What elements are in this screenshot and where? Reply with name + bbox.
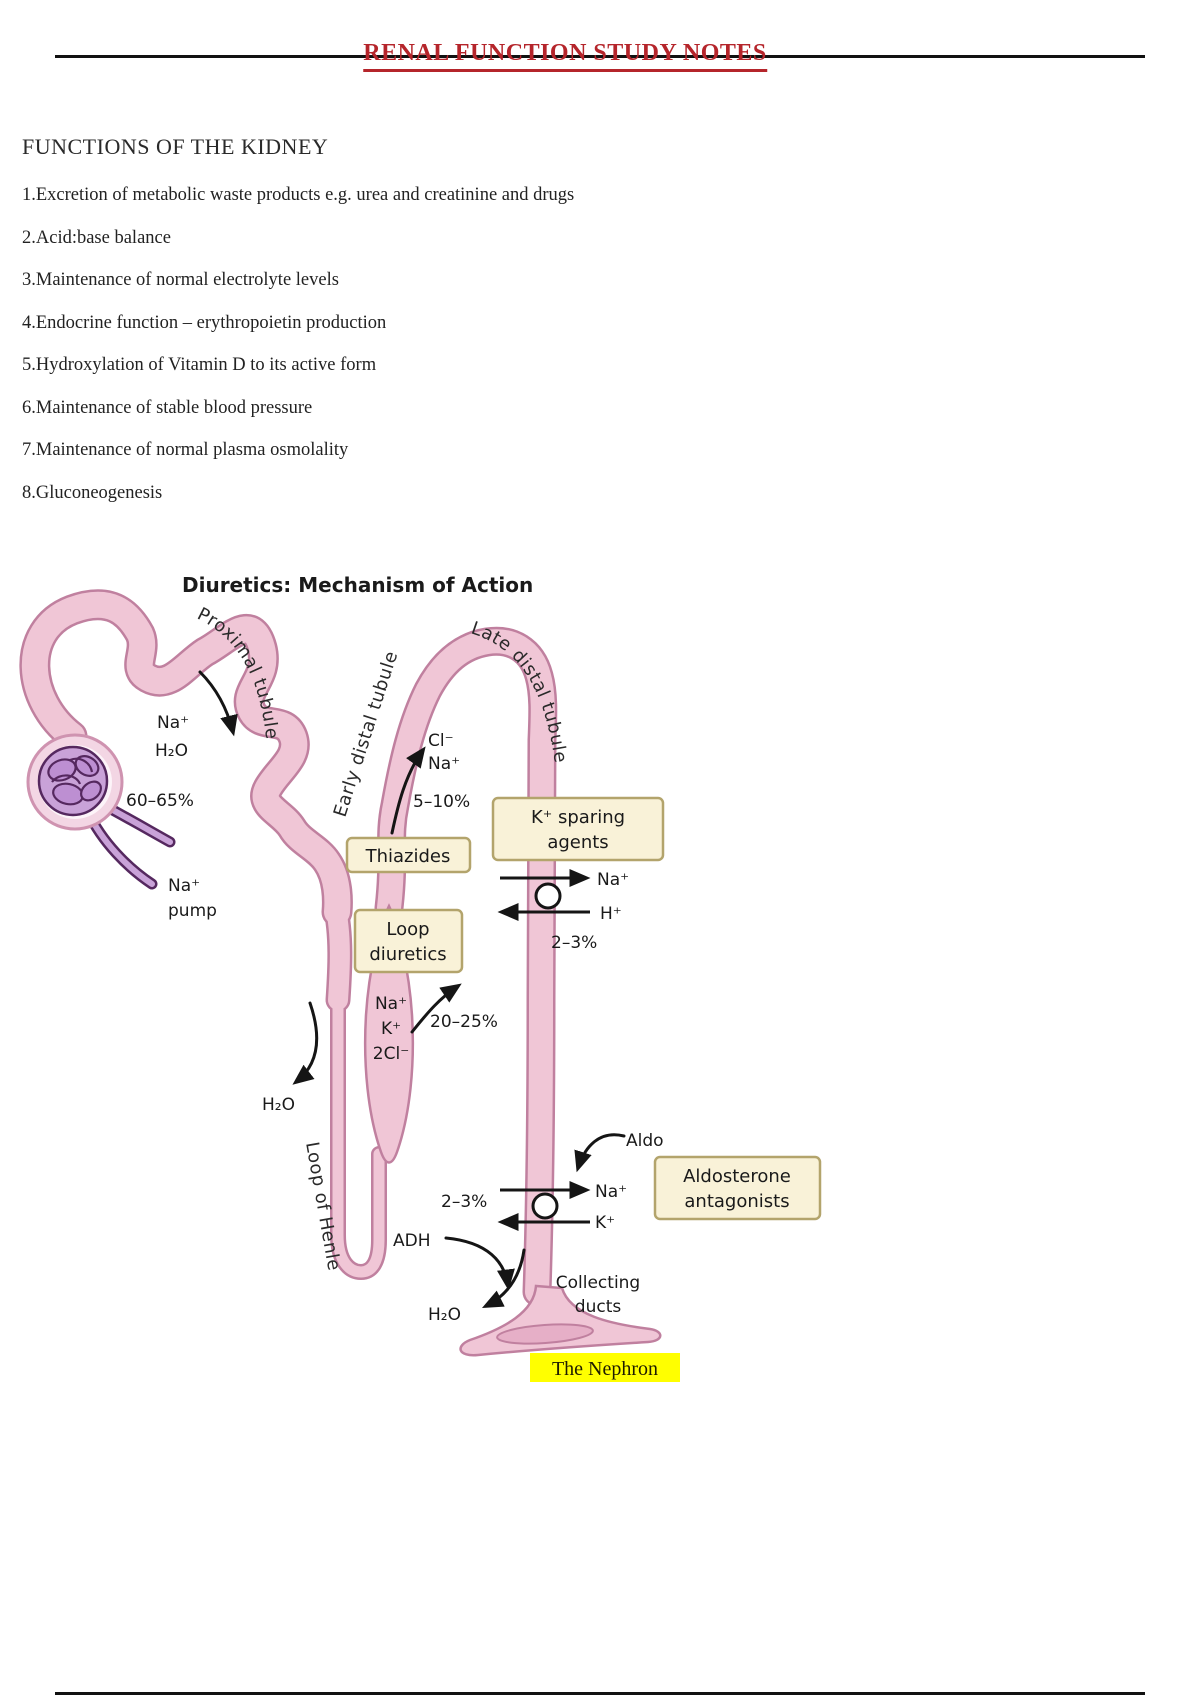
thiazide-cl-label: Cl⁻ xyxy=(428,731,454,751)
diagram-caption: The Nephron xyxy=(530,1353,680,1382)
nah-h-label: H⁺ xyxy=(600,904,622,924)
proximal-reabsorption-arrow xyxy=(198,670,238,737)
na-h-exchanger xyxy=(497,869,591,921)
exchanger-pump-icon xyxy=(534,882,562,910)
caption-text: The Nephron xyxy=(552,1358,658,1380)
thiazides-box xyxy=(345,836,472,874)
footer-rule xyxy=(55,1692,1145,1695)
aldosterone-box xyxy=(653,1155,822,1221)
thiazides-box-label: Thiazides xyxy=(365,846,451,867)
aldo-arrow xyxy=(574,1133,626,1173)
pct-collecting: 2–3% xyxy=(441,1192,487,1212)
loop-diuretics-box xyxy=(353,908,464,974)
collecting-duct-foot xyxy=(459,1284,662,1357)
k-sparing-box-line2: agents xyxy=(547,832,608,853)
list-item-2: 2.Acid:base balance xyxy=(22,227,171,248)
header-rule xyxy=(55,55,1145,58)
thiazide-block-arrow xyxy=(390,746,426,835)
list-item-8: 8.Gluconeogenesis xyxy=(22,482,163,503)
pct-proximal: 60–65% xyxy=(126,791,194,811)
collecting-h2o-arrow xyxy=(481,1248,526,1309)
nkcc-k-label: K⁺ xyxy=(381,1019,401,1039)
pct-late-distal: 2–3% xyxy=(551,933,597,953)
glomerulus xyxy=(26,733,176,890)
collecting-duct-opening xyxy=(496,1323,594,1345)
prox-na-label: Na⁺ xyxy=(157,713,189,733)
list-item-4: 4.Endocrine function – erythropoietin pr… xyxy=(22,312,387,333)
tubule-fills xyxy=(21,591,555,1304)
thiazide-na-label: Na⁺ xyxy=(428,754,460,774)
descending-h2o-label: H₂O xyxy=(262,1095,295,1115)
aldosterone-box-line1: Aldosterone xyxy=(683,1166,791,1187)
adh-arrow xyxy=(444,1236,515,1291)
na-k-exchanger xyxy=(497,1181,591,1231)
adh-label: ADH xyxy=(393,1231,431,1251)
descending-h2o-arrow xyxy=(292,1001,319,1085)
collecting-ducts-label-2: ducts xyxy=(575,1297,622,1317)
aldo-label: Aldo xyxy=(626,1131,664,1151)
nephron-diagram: Diuretics: Mechanism of Action xyxy=(19,573,822,1382)
nah-na-label: Na⁺ xyxy=(597,870,629,890)
loop-diuretics-box-line2: diuretics xyxy=(369,944,446,965)
na-pump-label-2: pump xyxy=(168,901,217,921)
list-item-6: 6.Maintenance of stable blood pressure xyxy=(22,397,313,418)
section-heading: FUNCTIONS OF THE KIDNEY xyxy=(22,134,329,159)
nak-na-label: Na⁺ xyxy=(595,1182,627,1202)
diagram-title: Diuretics: Mechanism of Action xyxy=(182,573,533,597)
nak-k-label: K⁺ xyxy=(595,1213,615,1233)
document-title: RENAL FUNCTION STUDY NOTES xyxy=(363,40,767,72)
loop-block-arrow xyxy=(410,983,462,1034)
kidney-functions-list: 1.Excretion of metabolic waste products … xyxy=(22,186,782,526)
aldosterone-box-line2: antagonists xyxy=(684,1191,789,1212)
list-item-1: 1.Excretion of metabolic waste products … xyxy=(22,185,575,205)
collecting-h2o-label: H₂O xyxy=(428,1305,461,1325)
collecting-ducts-label-1: Collecting xyxy=(556,1273,640,1293)
annotations: Na⁺ H₂O 60–65% Na⁺ pump Cl⁻ Na⁺ 5–10% Na… xyxy=(126,713,664,1325)
k-sparing-box-line1: K⁺ sparing xyxy=(531,807,625,828)
drug-boxes: Thiazides K⁺ sparing agents Loop diureti… xyxy=(345,796,822,1221)
list-item-5: 5.Hydroxylation of Vitamin D to its acti… xyxy=(22,355,377,375)
prox-h2o-label: H₂O xyxy=(155,741,188,761)
list-item-7: 7.Maintenance of normal plasma osmolalit… xyxy=(22,440,349,460)
exchanger-pump-icon-2 xyxy=(531,1192,559,1220)
tubule-outlines xyxy=(19,589,558,1307)
flow-arrows xyxy=(198,670,626,1309)
pct-early-distal: 5–10% xyxy=(413,792,470,812)
k-sparing-box xyxy=(491,796,665,862)
loop-diuretics-box-line1: Loop xyxy=(386,919,429,940)
list-item-3: 3.Maintenance of normal electrolyte leve… xyxy=(22,270,339,290)
capillary-loops xyxy=(47,755,102,806)
nkcc-na-label: Na⁺ xyxy=(375,994,407,1014)
na-pump-label-1: Na⁺ xyxy=(168,876,200,896)
caption-highlight xyxy=(530,1353,680,1382)
nkcc-2cl-label: 2Cl⁻ xyxy=(373,1044,409,1064)
pct-loop: 20–25% xyxy=(430,1012,498,1032)
